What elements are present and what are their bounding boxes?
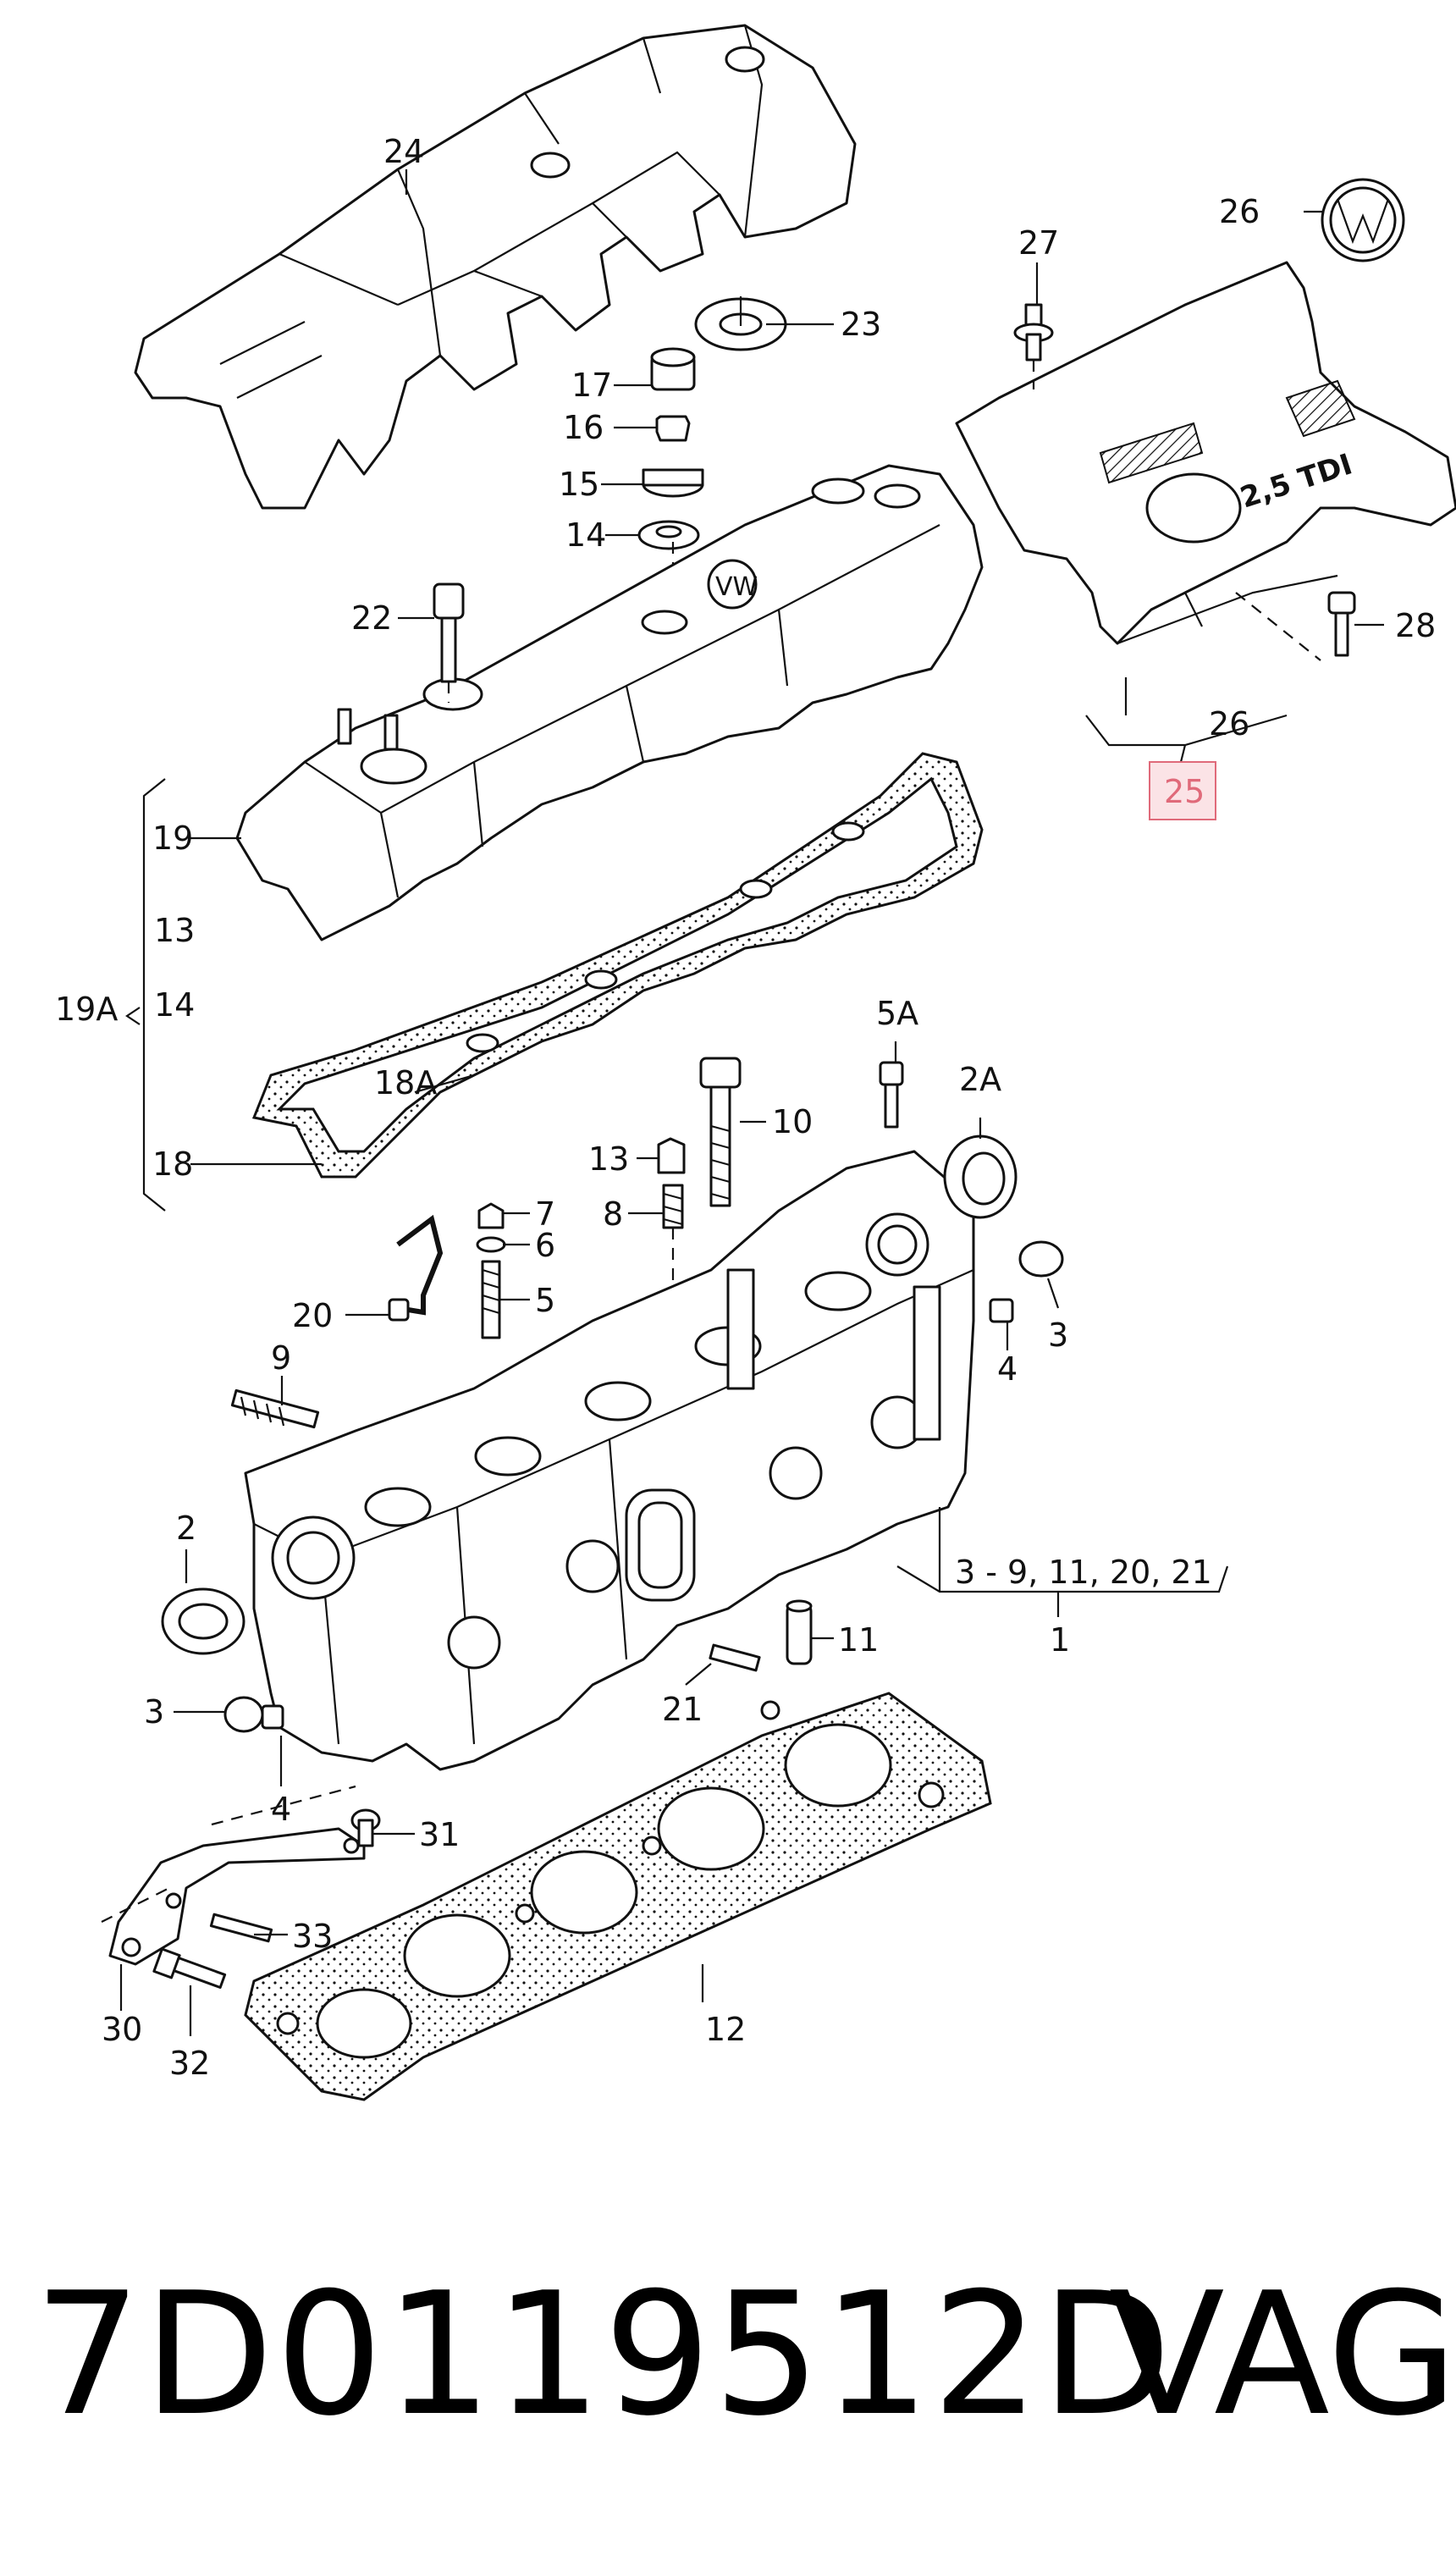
grommet-23 [694, 296, 787, 351]
svg-text:VW: VW [715, 572, 758, 602]
callout-31: 31 [419, 1816, 460, 1853]
callout-4-right: 4 [997, 1350, 1018, 1388]
callout-7: 7 [535, 1195, 555, 1233]
exploded-parts-diagram: VW 2,5 TDI [55, 24, 1456, 2101]
bolt-22 [433, 582, 465, 703]
callout-30: 30 [102, 2011, 142, 2048]
pipe-20 [388, 1214, 444, 1322]
callout-15: 15 [559, 466, 599, 503]
seal-2 [161, 1587, 245, 1655]
callout-10: 10 [772, 1103, 813, 1140]
callout-19A: 19A [55, 991, 118, 1028]
callout-3-left: 3 [144, 1693, 164, 1731]
callout-5: 5 [535, 1282, 555, 1319]
bolt-5A [879, 1061, 904, 1129]
callout-9: 9 [271, 1339, 291, 1377]
callout-6: 6 [535, 1227, 555, 1264]
vw-emblem [1321, 178, 1405, 262]
brand-name: VAG [1109, 2256, 1456, 2454]
callout-33: 33 [292, 1918, 333, 1955]
callout-26-emblem: 26 [1219, 193, 1260, 230]
callout-3-right: 3 [1048, 1317, 1068, 1354]
plug-3-left [223, 1696, 284, 1733]
engine-cover-right: 2,5 TDI [955, 261, 1456, 661]
valve-cover-gasket [251, 752, 984, 1179]
callout-28: 28 [1395, 607, 1436, 644]
callout-11: 11 [838, 1621, 879, 1659]
plug-3-right [1018, 1240, 1064, 1278]
stud-9 [230, 1388, 320, 1429]
callout-5A: 5A [876, 995, 918, 1032]
screw-28 [1327, 591, 1356, 657]
bolt-10 [699, 1057, 742, 1207]
plug-4-right [989, 1298, 1014, 1323]
callout-22: 22 [351, 599, 392, 637]
callout-13: 13 [588, 1140, 629, 1178]
callout-18A: 18A [374, 1064, 437, 1101]
part-number: 7D0119512D [34, 2256, 1173, 2454]
mounting-stack [637, 347, 704, 610]
bracket-30 [108, 1827, 366, 1966]
callout-21: 21 [662, 1691, 703, 1728]
upper-engine-cover [134, 24, 857, 510]
leader-lines [101, 169, 1384, 2036]
callout-20: 20 [292, 1297, 333, 1334]
stud-27 [1013, 303, 1054, 389]
callout-12: 12 [705, 2011, 746, 2048]
callout-19: 19 [152, 820, 193, 857]
callout-32: 32 [169, 2045, 210, 2082]
bolt-33 [209, 1913, 273, 1943]
sleeve-11 [786, 1599, 813, 1665]
callout-4-left: 4 [271, 1791, 291, 1828]
callout-27: 27 [1018, 224, 1059, 262]
callout-2A: 2A [959, 1061, 1001, 1098]
callout-13-group: 13 [154, 912, 195, 949]
stud-21 [709, 1643, 761, 1672]
head-gasket [244, 1692, 992, 2101]
callout-18: 18 [152, 1146, 193, 1183]
seal-2A [943, 1134, 1018, 1219]
callout-23: 23 [841, 306, 881, 343]
callout-8: 8 [603, 1195, 623, 1233]
stud-5-6-7 [476, 1202, 506, 1339]
callout-24: 24 [383, 133, 424, 170]
callout-17: 17 [571, 367, 612, 404]
highlight-box-25 [1149, 761, 1216, 820]
valve-cover: VW [235, 464, 984, 941]
callout-16: 16 [563, 409, 604, 446]
callout-25: 25 [1164, 773, 1205, 810]
callout-26-cover: 26 [1209, 705, 1249, 743]
bolt-32 [152, 1947, 227, 1989]
callout-1-range: 3 - 9, 11, 20, 21 [955, 1554, 1212, 1591]
callout-labels: 24 23 17 16 15 14 22 19 13 19A 14 18A 18… [55, 133, 1436, 2082]
callout-14-group: 14 [154, 986, 195, 1024]
callout-14-top: 14 [565, 516, 606, 554]
callout-2: 2 [176, 1510, 196, 1547]
callout-1: 1 [1050, 1621, 1070, 1659]
cylinder-head [244, 1150, 975, 1771]
stud-8-13 [657, 1137, 686, 1287]
bolt-31 [350, 1808, 381, 1847]
